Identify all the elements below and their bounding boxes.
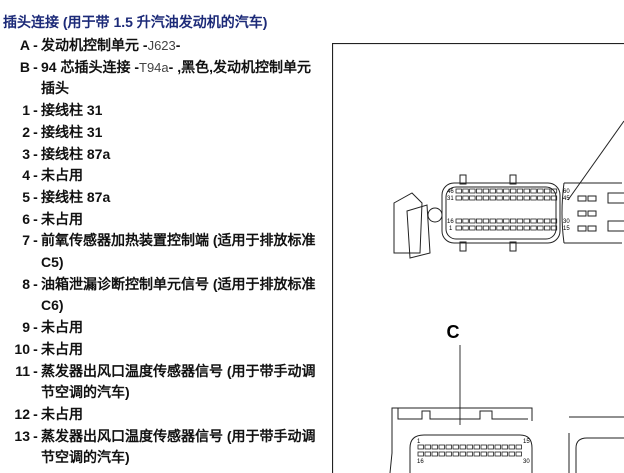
item-id: 9 xyxy=(0,317,30,339)
legend-list: A-发动机控制单元 -J623-B-94 芯插头连接 -T94a- ,黑色,发动… xyxy=(0,35,322,469)
item-text: 接线柱 31 xyxy=(41,100,322,122)
pin-label: 16 xyxy=(447,219,454,225)
item-id: 10 xyxy=(0,339,30,361)
item-id: 2 xyxy=(0,122,30,144)
item-id: 12 xyxy=(0,404,30,426)
item-dash: - xyxy=(32,209,39,231)
item-text: 蒸发器出风口温度传感器信号 (用于带手动调节空调的汽车) xyxy=(41,426,322,469)
item-id: 6 xyxy=(0,209,30,231)
pin-label: 30 xyxy=(523,459,530,465)
item-dash: - xyxy=(32,100,39,122)
legend-item: 7-前氧传感器加热装置控制端 (适用于排放标准 C5) xyxy=(0,230,322,273)
item-id: 5 xyxy=(0,187,30,209)
item-id: 11 xyxy=(0,361,30,404)
legend-item: 8-油箱泄漏诊断控制单元信号 (适用于排放标准 C6) xyxy=(0,274,322,317)
pin-label: 15 xyxy=(563,226,570,232)
item-text: 未占用 xyxy=(41,317,322,339)
pin-label: 15 xyxy=(523,439,530,445)
legend-item: 9-未占用 xyxy=(0,317,322,339)
item-text: 接线柱 87a xyxy=(41,144,322,166)
item-id: B xyxy=(0,57,30,100)
pin-label: 45 xyxy=(563,196,570,202)
legend-item: 11-蒸发器出风口温度传感器信号 (用于带手动调节空调的汽车) xyxy=(0,361,322,404)
legend-item: 1-接线柱 31 xyxy=(0,100,322,122)
legend-item: 12-未占用 xyxy=(0,404,322,426)
item-text: 前氧传感器加热装置控制端 (适用于排放标准 C5) xyxy=(41,230,322,273)
section-title: 插头连接 (用于带 1.5 升汽油发动机的汽车) xyxy=(3,12,267,32)
item-dash: - xyxy=(32,165,39,187)
item-text: 蒸发器出风口温度传感器信号 (用于带手动调节空调的汽车) xyxy=(41,361,322,404)
item-text: 接线柱 87a xyxy=(41,187,322,209)
item-dash: - xyxy=(32,361,39,404)
item-text: 发动机控制单元 -J623- xyxy=(41,35,322,57)
legend-item: 2-接线柱 31 xyxy=(0,122,322,144)
legend-item: 5-接线柱 87a xyxy=(0,187,322,209)
legend-item: 10-未占用 xyxy=(0,339,322,361)
pin-label: 60 xyxy=(563,189,570,195)
item-code: J623 xyxy=(148,38,176,53)
item-text: 油箱泄漏诊断控制单元信号 (适用于排放标准 C6) xyxy=(41,274,322,317)
item-dash: - xyxy=(32,404,39,426)
legend-item: 4-未占用 xyxy=(0,165,322,187)
pin-label: 30 xyxy=(563,219,570,225)
connector-diagram: 16 46 31 1 60 45 30 15 C 1 15 16 30 xyxy=(332,43,624,473)
item-dash: - xyxy=(32,339,39,361)
item-text: 未占用 xyxy=(41,404,322,426)
item-text: 未占用 xyxy=(41,339,322,361)
diagram-frame xyxy=(333,44,624,473)
item-code: T94a xyxy=(139,60,169,75)
item-id: A xyxy=(0,35,30,57)
item-text: 未占用 xyxy=(41,165,322,187)
item-dash: - xyxy=(32,317,39,339)
item-id: 7 xyxy=(0,230,30,273)
item-text: 接线柱 31 xyxy=(41,122,322,144)
item-id: 4 xyxy=(0,165,30,187)
callout-c-label: C xyxy=(447,322,460,342)
item-dash: - xyxy=(32,230,39,273)
item-id: 8 xyxy=(0,274,30,317)
item-id: 13 xyxy=(0,426,30,469)
item-dash: - xyxy=(32,187,39,209)
item-text: 未占用 xyxy=(41,209,322,231)
pin-label: 46 xyxy=(447,189,454,195)
legend-item: A-发动机控制单元 -J623- xyxy=(0,35,322,57)
item-dash: - xyxy=(32,122,39,144)
legend-item: 13-蒸发器出风口温度传感器信号 (用于带手动调节空调的汽车) xyxy=(0,426,322,469)
item-dash: - xyxy=(32,57,39,100)
item-dash: - xyxy=(32,426,39,469)
item-dash: - xyxy=(32,144,39,166)
legend-item: B-94 芯插头连接 -T94a- ,黑色,发动机控制单元插头 xyxy=(0,57,322,100)
item-id: 3 xyxy=(0,144,30,166)
pin-label: 31 xyxy=(447,196,454,202)
legend-item: 3-接线柱 87a xyxy=(0,144,322,166)
item-id: 1 xyxy=(0,100,30,122)
item-dash: - xyxy=(32,274,39,317)
item-text: 94 芯插头连接 -T94a- ,黑色,发动机控制单元插头 xyxy=(41,57,322,100)
pin-label: 16 xyxy=(417,459,424,465)
legend-item: 6-未占用 xyxy=(0,209,322,231)
item-dash: - xyxy=(32,35,39,57)
